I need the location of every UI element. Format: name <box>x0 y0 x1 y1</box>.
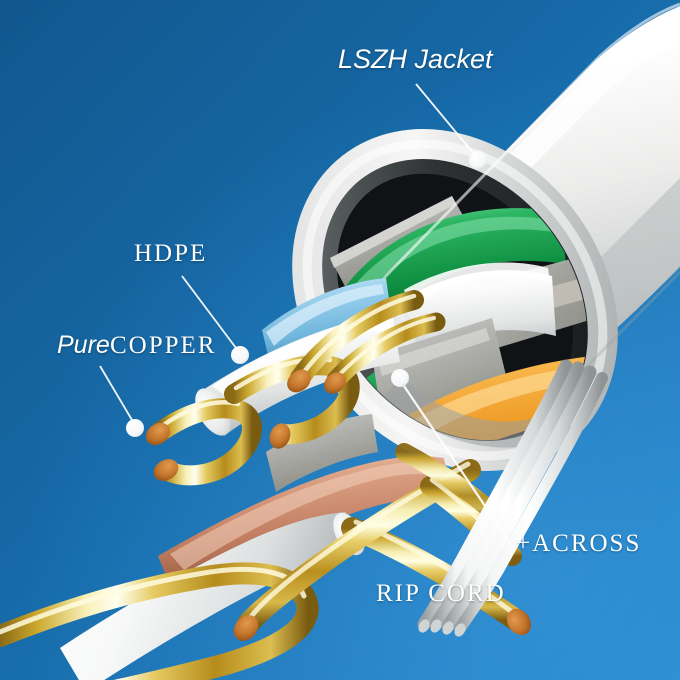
label-across: +ACROSS <box>516 530 642 557</box>
cross-filler-exposed <box>266 414 378 492</box>
copper-conductor-center-pair <box>287 290 446 394</box>
rip-cord <box>417 359 608 637</box>
label-rip-cord: RIP CORD <box>376 580 506 607</box>
copper-conductor-loop-bottom <box>0 562 319 680</box>
label-hdpe: HDPE <box>134 240 208 267</box>
label-lszh-jacket: LSZH Jacket <box>338 44 493 74</box>
label-pure: Pure <box>57 331 110 359</box>
leader-dot-pure-copper <box>126 419 144 437</box>
label-copper: COPPER <box>110 332 217 359</box>
leader-line-hdpe <box>181 275 237 349</box>
leader-line-across <box>403 385 513 547</box>
leader-dot-lszh-jacket <box>469 151 487 169</box>
leader-line-pure-copper <box>99 365 133 421</box>
leader-dot-hdpe <box>231 346 249 364</box>
callout-leaders <box>99 83 513 547</box>
leader-line-lszh-jacket <box>415 83 475 155</box>
leader-dot-across <box>391 369 409 387</box>
wire-green-upper <box>336 208 566 342</box>
